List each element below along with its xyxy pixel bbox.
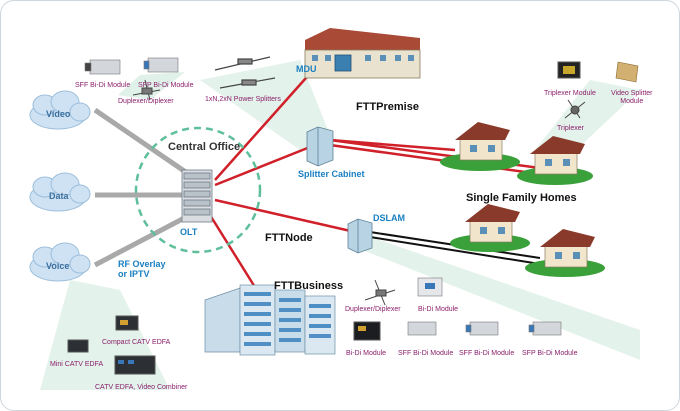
fttbusiness-label: FTTBusiness	[274, 280, 344, 292]
power-splitter-icon	[214, 56, 276, 89]
link-video	[93, 107, 192, 178]
video-splitter-label: Video Splitter Module	[611, 90, 653, 105]
fiber-cabinet-home2b	[329, 143, 541, 176]
compact-catv-edfa-icon	[115, 315, 139, 331]
sff-bidi-module-icon-2	[407, 321, 437, 336]
mdu-building	[304, 28, 421, 79]
olt-rack	[181, 169, 213, 223]
duplexer-label-2: Duplexer/Diplexer	[345, 306, 401, 313]
single-family-homes-label: Single Family Homes	[466, 192, 577, 204]
business-buildings	[204, 284, 336, 356]
house-1	[440, 122, 520, 171]
cloud-video-label: Video	[46, 109, 71, 119]
cloud-video-shape	[29, 90, 91, 130]
cloud-voice-shape	[29, 242, 91, 282]
video-splitter-icon	[615, 61, 639, 83]
mini-catv-edfa-icon	[67, 339, 89, 353]
duplexer-icon-2	[364, 279, 396, 306]
beam-dslam	[350, 235, 640, 360]
fiber-olt-business	[208, 214, 260, 293]
fttnode-label: FTTNode	[265, 232, 313, 244]
splitter-cabinet-label: Splitter Cabinet	[298, 169, 365, 179]
fiber-olt-dslam	[214, 198, 356, 234]
triplexer-label: Triplexer	[557, 125, 584, 132]
cloud-data-label: Data	[49, 191, 69, 201]
triplexer-module-icon	[557, 61, 581, 79]
house-4	[525, 229, 605, 277]
sff-bidi-label-1: SFF Bi-Di Module	[75, 82, 131, 89]
beam-powersplitter	[200, 60, 330, 150]
triplexer-module-label: Triplexer Module	[544, 90, 596, 97]
compact-catv-edfa-label: Compact CATV EDFA	[102, 339, 171, 346]
fiber-olt-cabinet	[214, 143, 316, 187]
sff-bidi-module-icon	[84, 59, 121, 75]
house-3	[450, 204, 530, 252]
central-office-boundary	[134, 126, 262, 254]
sfp-bidi-label-1: SFP Bi-Di Module	[138, 82, 194, 89]
central-office-label: Central Office	[168, 141, 241, 153]
catv-combiner-icon	[114, 355, 156, 375]
sff-bidi-module-icon-3	[465, 321, 499, 336]
bidi-module-icon-bottom	[353, 321, 381, 341]
mini-catv-edfa-label: Mini CATV EDFA	[50, 361, 104, 368]
sff-bidi-label-2: SFF Bi-Di Module	[398, 350, 454, 357]
dslam-box	[347, 218, 373, 254]
link-voice	[93, 212, 192, 268]
bidi-module-icon-top	[417, 277, 443, 297]
fttpremise-label: FTTPremise	[356, 101, 419, 113]
olt-label: OLT	[180, 227, 198, 237]
splitter-cabinet	[306, 126, 334, 167]
mdu-label: MDU	[296, 64, 317, 74]
duplexer-icon-1	[132, 79, 161, 101]
sfp-bidi-module-icon	[143, 57, 179, 73]
sfp-bidi-module-icon-2	[528, 321, 562, 336]
dslam-label: DSLAM	[373, 213, 405, 223]
sff-bidi-label-3: SFF Bi-Di Module	[459, 350, 515, 357]
sfp-bidi-label-2: SFP Bi-Di Module	[522, 350, 578, 357]
cloud-data-shape	[29, 172, 91, 212]
cloud-voice-label: Voice	[46, 261, 70, 271]
bidi-module-label-bottom: Bi-Di Module	[346, 350, 387, 357]
fiber-olt-mdu	[214, 59, 323, 181]
triplexer-icon	[564, 99, 586, 119]
duplexer-label-1: Duplexer/Diplexer	[118, 98, 174, 105]
house-2	[517, 136, 593, 185]
copper-dslam-home3b	[369, 236, 541, 265]
power-splitters-label: 1xN,2xN Power Splitters	[205, 96, 281, 103]
bidi-module-label-top: Bi-Di Module	[418, 306, 459, 313]
beam-video-products	[118, 72, 185, 100]
rf-overlay-label: RF Overlay or IPTV	[118, 259, 166, 279]
catv-combiner-label: CATV EDFA, Video Combiner	[95, 384, 188, 391]
